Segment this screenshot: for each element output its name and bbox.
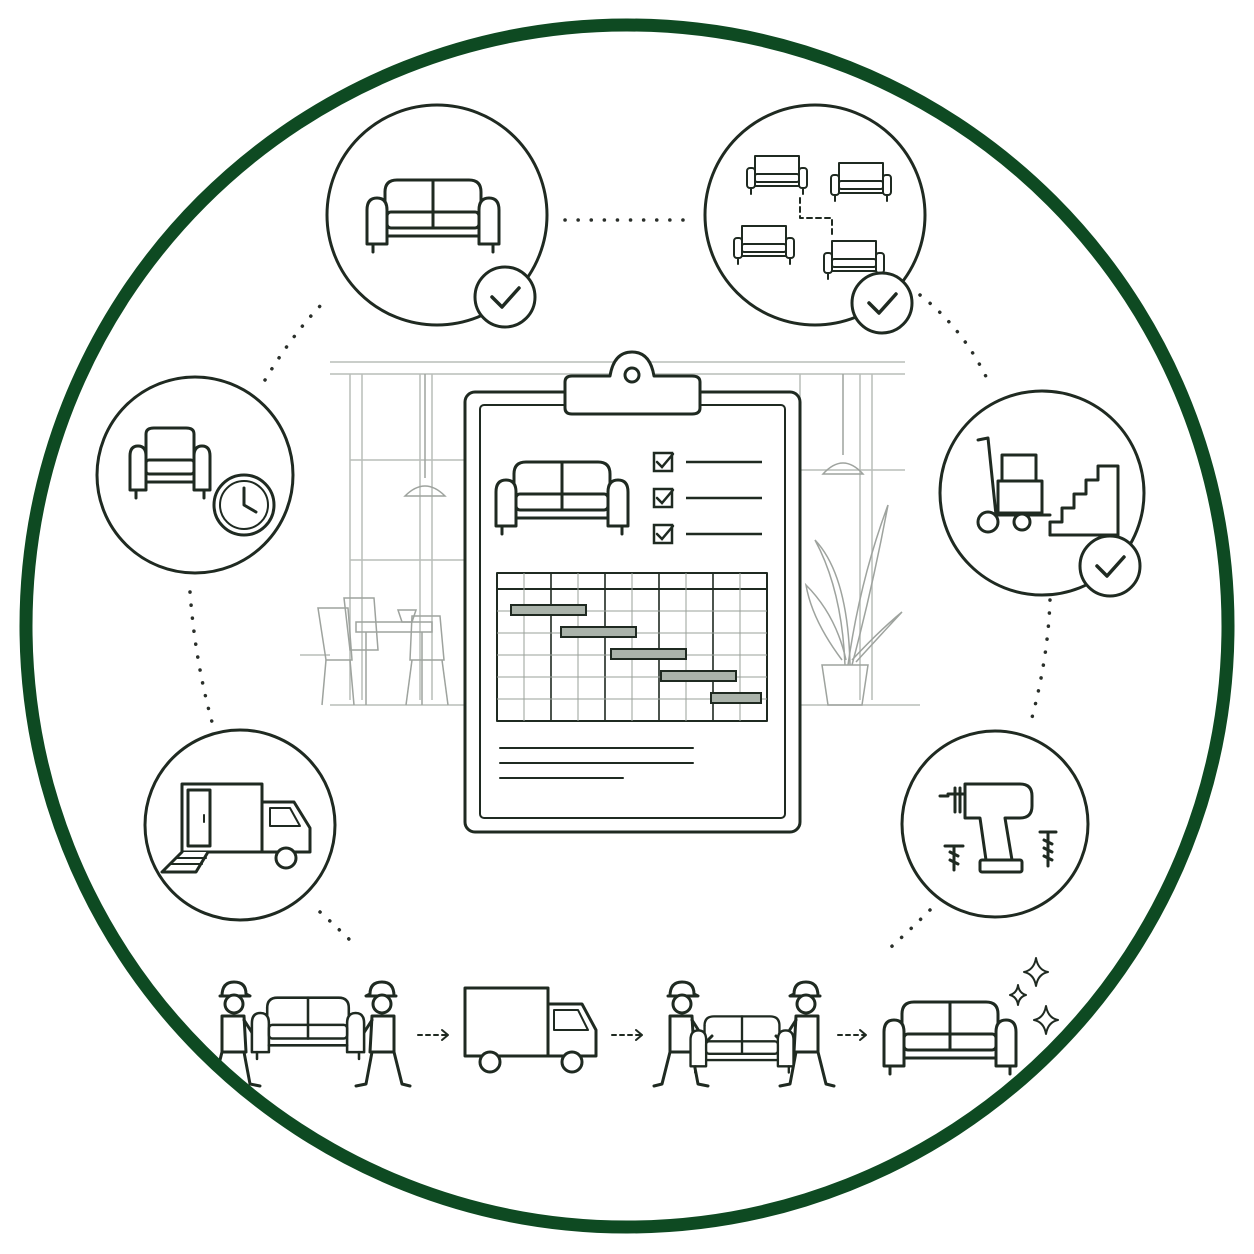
checklist-item [652,451,762,473]
dotted-connector-lines [188,218,1052,950]
drill-screws-icon [900,729,1090,919]
movers-carrying-sofa-icon [204,980,412,1088]
gantt-task-bar [510,604,587,616]
moving-truck-ramp-icon [143,728,337,922]
gantt-task-bar [660,670,737,682]
clipboard-plan [463,350,802,834]
furniture-layout-check-icon [703,103,927,335]
delivery-process-row [204,957,1059,1088]
sofa-check-icon [325,103,549,329]
gantt-chart [497,573,767,721]
delivery-truck-icon [463,986,598,1074]
handtruck-stairs-check-icon [938,389,1146,598]
gantt-task-bar [710,692,762,704]
movers-placing-sofa-icon [652,980,836,1088]
armchair-clock-icon [95,375,295,575]
gantt-task-bar [560,626,637,638]
checklist-item [652,523,762,545]
checklist [652,451,762,545]
checklist-item [652,487,762,509]
gantt-task-bar [610,648,687,660]
clean-sofa-sparkles-icon [882,957,1059,1076]
